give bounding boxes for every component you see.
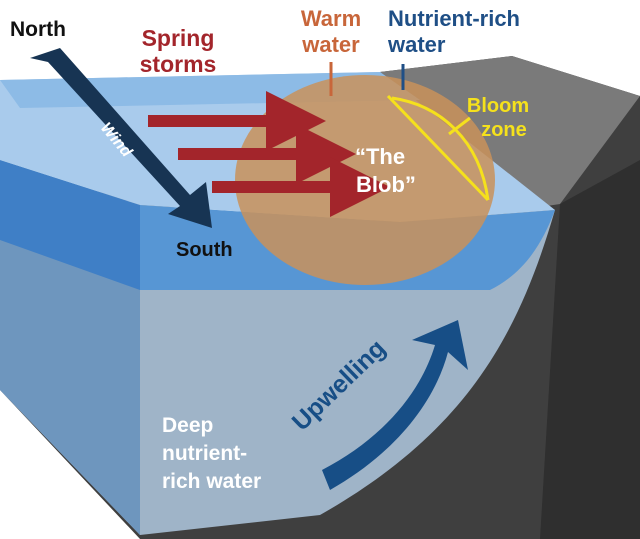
floor-side [540,160,640,539]
deep-water-label-2: nutrient- [162,442,247,465]
upwelling-arrow [322,320,468,490]
shelf-top [380,56,640,210]
nutrient-rich-label-2: water [387,32,446,57]
deep-water-label-3: rich water [162,470,261,493]
the-blob-label-2: Blob” [356,172,416,197]
south-label: South [176,239,233,261]
warm-water-label-1: Warm [301,6,361,31]
spring-storms-label-2: storms [140,51,217,77]
bloom-zone-pointer [448,116,471,136]
bloom-zone-label-2: zone [481,119,527,141]
the-blob-label-1: “The [355,144,405,169]
surface-layer-left [0,160,140,290]
deep-water-label-1: Deep [162,414,213,437]
warm-water-label-2: water [301,32,360,57]
bloom-zone-label-1: Bloom [467,95,529,117]
north-label: North [10,18,66,41]
spring-storms-label-1: Spring [142,25,215,51]
nutrient-rich-label-1: Nutrient-rich [388,6,520,31]
storm-arrows [148,91,390,217]
